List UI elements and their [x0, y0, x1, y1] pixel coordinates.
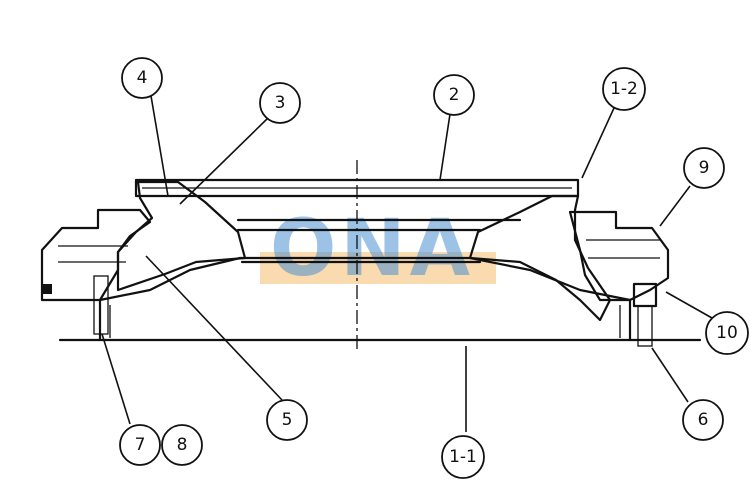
callout-8-label: 8 [177, 435, 188, 455]
callout-9: 9 [683, 147, 725, 189]
callout-10-label: 10 [716, 323, 738, 343]
callout-9-label: 9 [699, 158, 710, 178]
callout-7: 7 [119, 424, 161, 466]
callout-2: 2 [433, 74, 475, 116]
left-bolt [93, 275, 109, 335]
callout-3: 3 [259, 82, 301, 124]
callout-1-2-label: 1-2 [610, 79, 638, 99]
callout-4: 4 [121, 57, 163, 99]
callout-1-1: 1-1 [441, 435, 485, 479]
right-bolt [632, 282, 658, 347]
callout-3-label: 3 [275, 93, 286, 113]
left-flange [40, 208, 152, 302]
callout-6-label: 6 [698, 410, 709, 430]
callout-1-2: 1-2 [602, 67, 646, 111]
callout-8: 8 [161, 424, 203, 466]
callout-5: 5 [266, 399, 308, 441]
callout-1-1-label: 1-1 [449, 447, 477, 467]
callout-6: 6 [682, 399, 724, 441]
callout-2-label: 2 [449, 85, 460, 105]
callout-10: 10 [705, 311, 749, 355]
callout-7-label: 7 [135, 435, 146, 455]
leader-lines [101, 89, 713, 432]
inner-ring [236, 218, 522, 264]
base-housing [58, 256, 702, 342]
left-seal-body [116, 180, 247, 292]
callout-5-label: 5 [282, 410, 293, 430]
callout-4-label: 4 [137, 68, 148, 88]
right-flange [568, 210, 670, 302]
right-seal-body [468, 194, 612, 322]
watermark: ONA [260, 204, 496, 294]
watermark-text: ONA [270, 204, 474, 294]
